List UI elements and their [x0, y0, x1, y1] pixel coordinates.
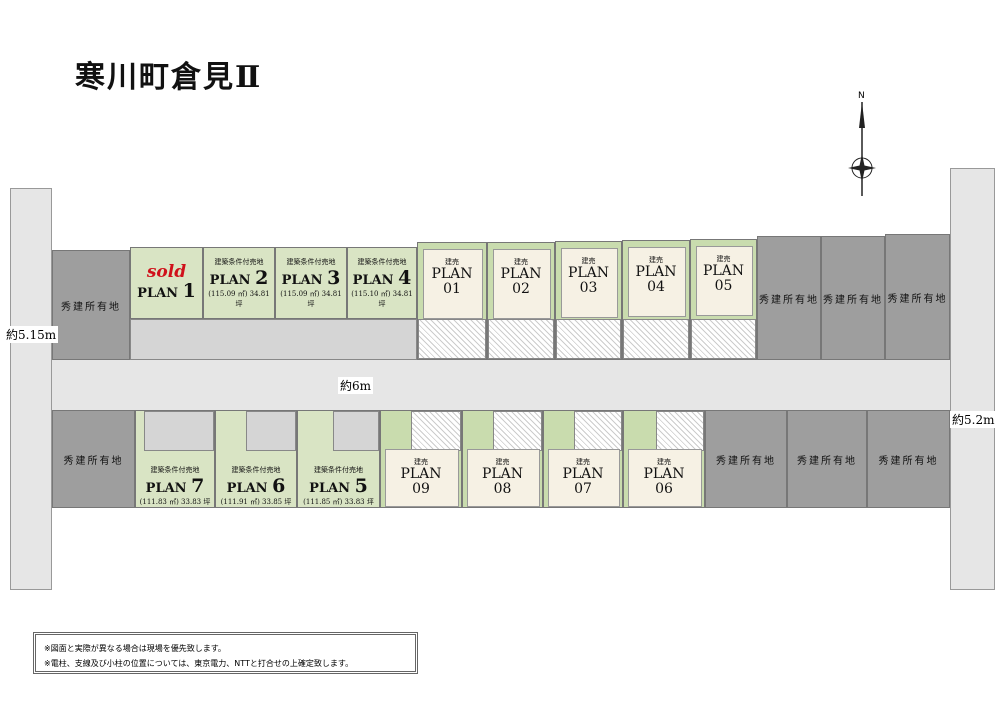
right-road: [950, 168, 995, 590]
main-road-width: 約6m: [338, 377, 374, 394]
left-road: [10, 188, 52, 590]
compass-icon: N: [848, 91, 876, 196]
right-road-width: 約5.2m: [950, 411, 997, 428]
svg-text:N: N: [858, 91, 865, 101]
note-line: ※電柱、支線及び小柱の位置については、東京電力、NTTと打合せの上確定致します。: [44, 659, 354, 668]
sold-badge: sold: [146, 262, 187, 282]
owned-lot: 秀建所有地: [885, 234, 950, 360]
owned-lot: 秀建所有地: [705, 410, 787, 508]
left-road-width: 約5.15m: [4, 326, 59, 343]
owned-lot: 秀建所有地: [787, 410, 867, 508]
owned-lot: 秀建所有地: [757, 236, 821, 360]
owned-lot: 秀建所有地: [52, 250, 130, 360]
main-road: [52, 360, 950, 410]
owned-lot: 秀建所有地: [867, 410, 950, 508]
lot-plan-1[interactable]: sold PLAN 1: [130, 247, 203, 319]
owned-lot: 秀建所有地: [52, 410, 135, 508]
parking-area: [130, 319, 417, 360]
page-title: 寒川町倉見Ⅱ: [75, 60, 263, 95]
notes-box: ※図面と実際が異なる場合は現場を優先致します。 ※電柱、支線及び小柱の位置につい…: [33, 632, 418, 674]
owned-lot: 秀建所有地: [821, 236, 885, 360]
note-line: ※図面と実際が異なる場合は現場を優先致します。: [44, 644, 226, 653]
